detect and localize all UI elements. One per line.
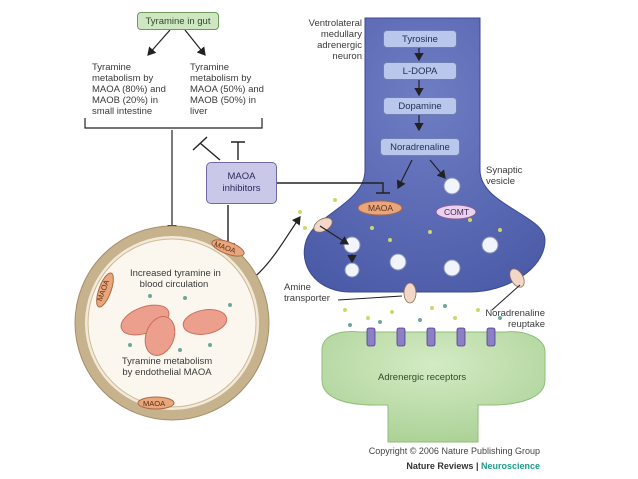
liver-metabolism-text: Tyramine metabolism by MAOA (50%) and MA… (190, 62, 264, 117)
adrenergic-receptors-label: Adrenergic receptors (378, 372, 467, 383)
synaptic-vesicle-label: Synaptic vesicle (486, 165, 523, 187)
maoa-synapse-label: MAOA (368, 203, 394, 213)
l-dopa-box: L-DOPA (383, 62, 457, 80)
receptor-cell (321, 331, 546, 443)
copyright-text: Copyright © 2006 Nature Publishing Group (368, 446, 540, 456)
maoa-vessel-icon (211, 239, 245, 257)
comt-icon (435, 204, 477, 220)
endothelial-metabolism-text: Tyramine metabolism by endothelial MAOA (121, 356, 213, 378)
receptor-icon (456, 327, 466, 347)
tyramine-in-gut-box: Tyramine in gut (137, 12, 219, 30)
vesicle-icon (343, 236, 361, 254)
credit-separator: | (473, 461, 481, 471)
red-blood-cell (144, 316, 176, 356)
receptor-icon (426, 327, 436, 347)
receptor-icon (366, 327, 376, 347)
maoa-synapse-icon (357, 200, 403, 216)
red-blood-cell (182, 309, 228, 335)
vesicle-icon (443, 177, 461, 195)
receptor-icon (396, 327, 406, 347)
comt-label: COMT (444, 207, 470, 217)
journal-section: Neuroscience (480, 461, 540, 471)
maoa-vessel-icon (137, 396, 175, 410)
vesicle-icon (443, 259, 461, 277)
tyrosine-box: Tyrosine (383, 30, 457, 48)
amine-transporter-icon (403, 282, 417, 304)
noradrenaline-box: Noradrenaline (380, 138, 460, 156)
journal-name: Nature Reviews (406, 461, 474, 471)
neuron-label: Ventrolateral medullary adrenergic neuro… (308, 18, 362, 62)
vesicle-icon (344, 262, 360, 278)
maoa-inhibitors-box: MAOA inhibitors (206, 162, 277, 204)
maoa-vessel-icon (96, 272, 114, 308)
vesicle-icon (389, 253, 407, 271)
journal-credit: Nature Reviews | Neuroscience (406, 461, 540, 471)
vesicle-icon (481, 236, 499, 254)
noradrenaline-reuptake-label: Noradrenaline reuptake (485, 308, 545, 330)
increased-tyramine-text: Increased tyramine in blood circulation (130, 268, 221, 290)
maoa-vessel-label: MAOA (143, 399, 166, 408)
reuptake-transporter-icon (509, 268, 525, 288)
amine-transporter-label: Amine transporter (284, 282, 330, 304)
dopamine-box: Dopamine (383, 97, 457, 115)
receptor-icon (486, 327, 496, 347)
intestine-metabolism-text: Tyramine metabolism by MAOA (80%) and MA… (92, 62, 166, 117)
